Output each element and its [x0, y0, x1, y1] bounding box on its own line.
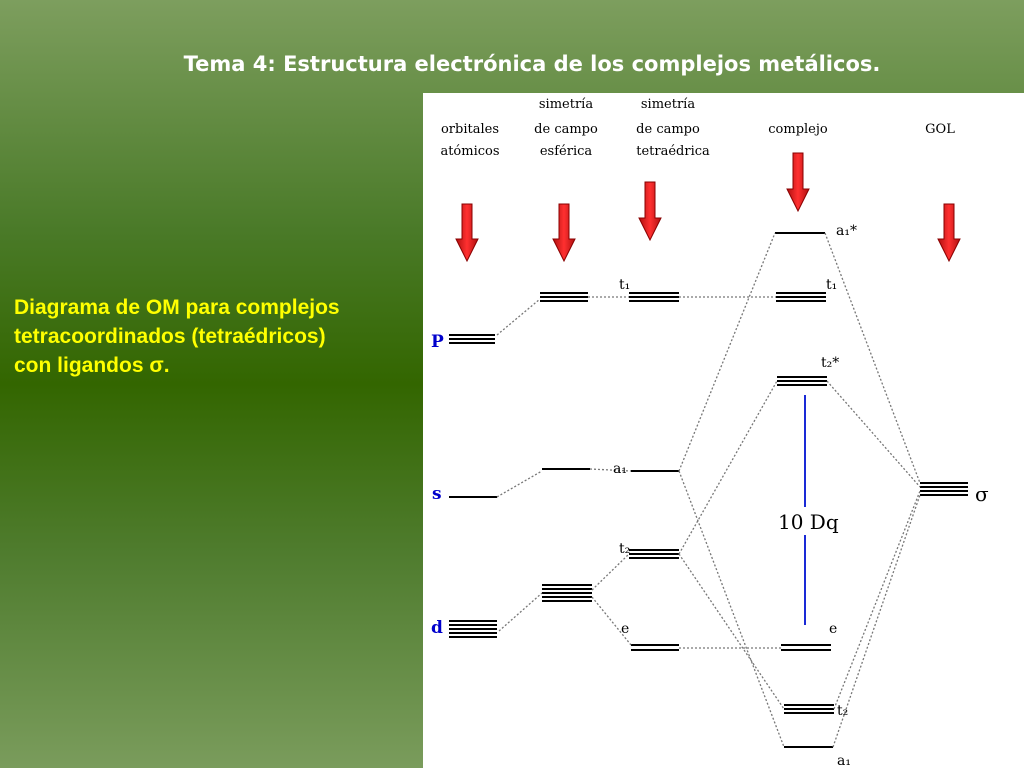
atomic-d-label: d — [431, 618, 443, 638]
col-atomic-orbitals-line2: atómicos — [440, 144, 499, 159]
mo-diagram-svg: orbitales atómicos simetría de campo esf… — [431, 97, 989, 768]
caption-line: Diagrama de OM para complejos — [14, 296, 340, 319]
col-gol: GOL — [925, 122, 955, 137]
caption-line: tetracoordinados (tetraédricos) — [14, 325, 326, 348]
col-atomic-orbitals-line1: orbitales — [441, 122, 499, 137]
label-e-complex: e — [829, 621, 837, 637]
mo-diagram: orbitales atómicos simetría de campo esf… — [423, 93, 1024, 768]
gap-label-bg — [775, 507, 839, 535]
label-t2-bonding: t₂ — [837, 703, 848, 719]
down-arrow-icon — [937, 203, 961, 263]
col-spherical-line3: esférica — [540, 144, 593, 159]
caption-line: con ligandos σ. — [14, 354, 170, 377]
level-complex-t1 — [776, 292, 826, 302]
label-t1-tetra: t₁ — [619, 277, 630, 293]
label-a1-bonding: a₁ — [837, 753, 851, 768]
level-tetrahedral-t1 — [629, 292, 679, 302]
label-e-tetra: e — [621, 621, 629, 637]
down-arrow-icon — [638, 181, 662, 242]
level-gol-sigma — [920, 482, 968, 496]
level-spherical-d — [542, 584, 592, 602]
col-tetrahedral-line1: simetría — [641, 97, 695, 112]
label-t2-tetra: t₂ — [619, 541, 630, 557]
col-spherical-line1: simetría — [539, 97, 593, 112]
level-complex-t2-bonding — [784, 704, 834, 714]
label-t1-complex: t₁ — [826, 277, 837, 293]
level-spherical-p — [540, 292, 588, 302]
label-sigma: σ — [975, 482, 989, 506]
col-complex: complejo — [768, 122, 828, 137]
atomic-p-label: P — [431, 332, 444, 352]
diagram-caption: Diagrama de OM para complejos tetracoord… — [14, 293, 414, 380]
level-tetrahedral-e — [631, 644, 679, 651]
level-atomic-d — [449, 620, 497, 638]
col-tetrahedral-line2: de campo — [636, 122, 700, 137]
gap-label-10dq: 10 Dq — [778, 510, 839, 534]
correlation-lines — [496, 232, 921, 748]
level-complex-t2-star — [777, 376, 827, 386]
atomic-s-label: s — [432, 484, 442, 504]
down-arrow-icon — [455, 203, 479, 263]
label-t2-star: t₂* — [821, 355, 839, 371]
label-a1-tetra: a₁ — [613, 461, 627, 477]
col-tetrahedral-line3: tetraédrica — [636, 144, 710, 159]
arrow-icons — [455, 152, 961, 263]
label-a1-star: a₁* — [836, 223, 857, 239]
level-complex-e — [781, 644, 831, 651]
level-atomic-p — [449, 334, 495, 344]
slide-title: Tema 4: Estructura electrónica de los co… — [183, 52, 881, 76]
level-tetrahedral-t2 — [629, 549, 679, 559]
down-arrow-icon — [552, 203, 576, 263]
down-arrow-icon — [786, 152, 810, 213]
col-spherical-line2: de campo — [534, 122, 598, 137]
